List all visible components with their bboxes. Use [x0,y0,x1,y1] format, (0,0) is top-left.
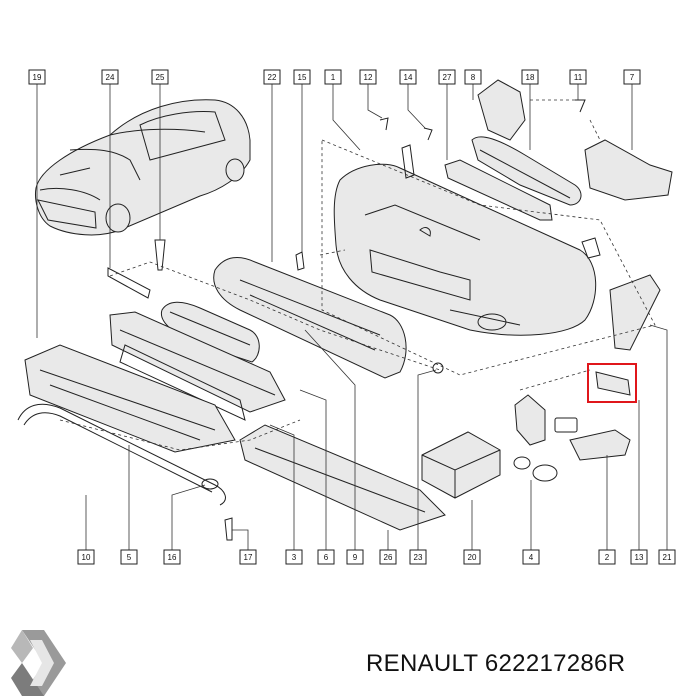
label-21: 21 [663,553,672,562]
label-20: 20 [468,553,477,562]
dashed-callouts [59,99,656,451]
car-illustration [35,99,251,236]
caption-brand: RENAULT [366,650,478,677]
highlighted-part-13 [587,363,637,403]
label-17: 17 [244,553,253,562]
upper-grille [471,136,582,206]
renault-logo-icon [11,630,66,696]
center-grille-panel [109,311,286,421]
side-strip-21 [609,274,661,351]
label-22: 22 [268,73,277,82]
label-1: 1 [331,73,336,82]
label-11: 11 [574,73,583,82]
label-26: 26 [384,553,393,562]
label-13: 13 [635,553,644,562]
label-8: 8 [471,73,476,82]
label-2: 2 [605,553,610,562]
top-labels: 19 24 25 22 15 1 12 14 27 8 18 11 7 [28,69,641,85]
label-15: 15 [298,73,307,82]
fixing-kit-box [421,431,501,499]
label-16: 16 [168,553,177,562]
bottom-labels: 10 5 16 17 3 6 9 26 23 20 4 2 13 21 [77,549,676,565]
bumper-carrier [213,257,407,379]
undertray [24,344,236,453]
label-6: 6 [324,553,329,562]
leader-lines [36,84,668,550]
label-3: 3 [292,553,297,562]
fog-lamp-parts [513,394,631,482]
label-9: 9 [353,553,358,562]
label-23: 23 [414,553,423,562]
label-19: 19 [33,73,42,82]
bracket-right [584,139,673,201]
label-25: 25 [156,73,165,82]
label-4: 4 [529,553,534,562]
label-12: 12 [364,73,373,82]
label-5: 5 [127,553,132,562]
label-27: 27 [443,73,452,82]
part-caption: RENAULT 622217286R [366,650,625,678]
bracket-left [477,79,526,141]
front-bumper [333,163,597,336]
lower-spoiler [17,403,226,506]
caption-part-number: 622217286R [484,650,626,677]
label-7: 7 [630,73,635,82]
label-10: 10 [82,553,91,562]
label-24: 24 [106,73,115,82]
lower-shield [239,424,446,531]
label-18: 18 [526,73,535,82]
reinforcement-bar-27 [444,159,553,221]
label-14: 14 [404,73,413,82]
